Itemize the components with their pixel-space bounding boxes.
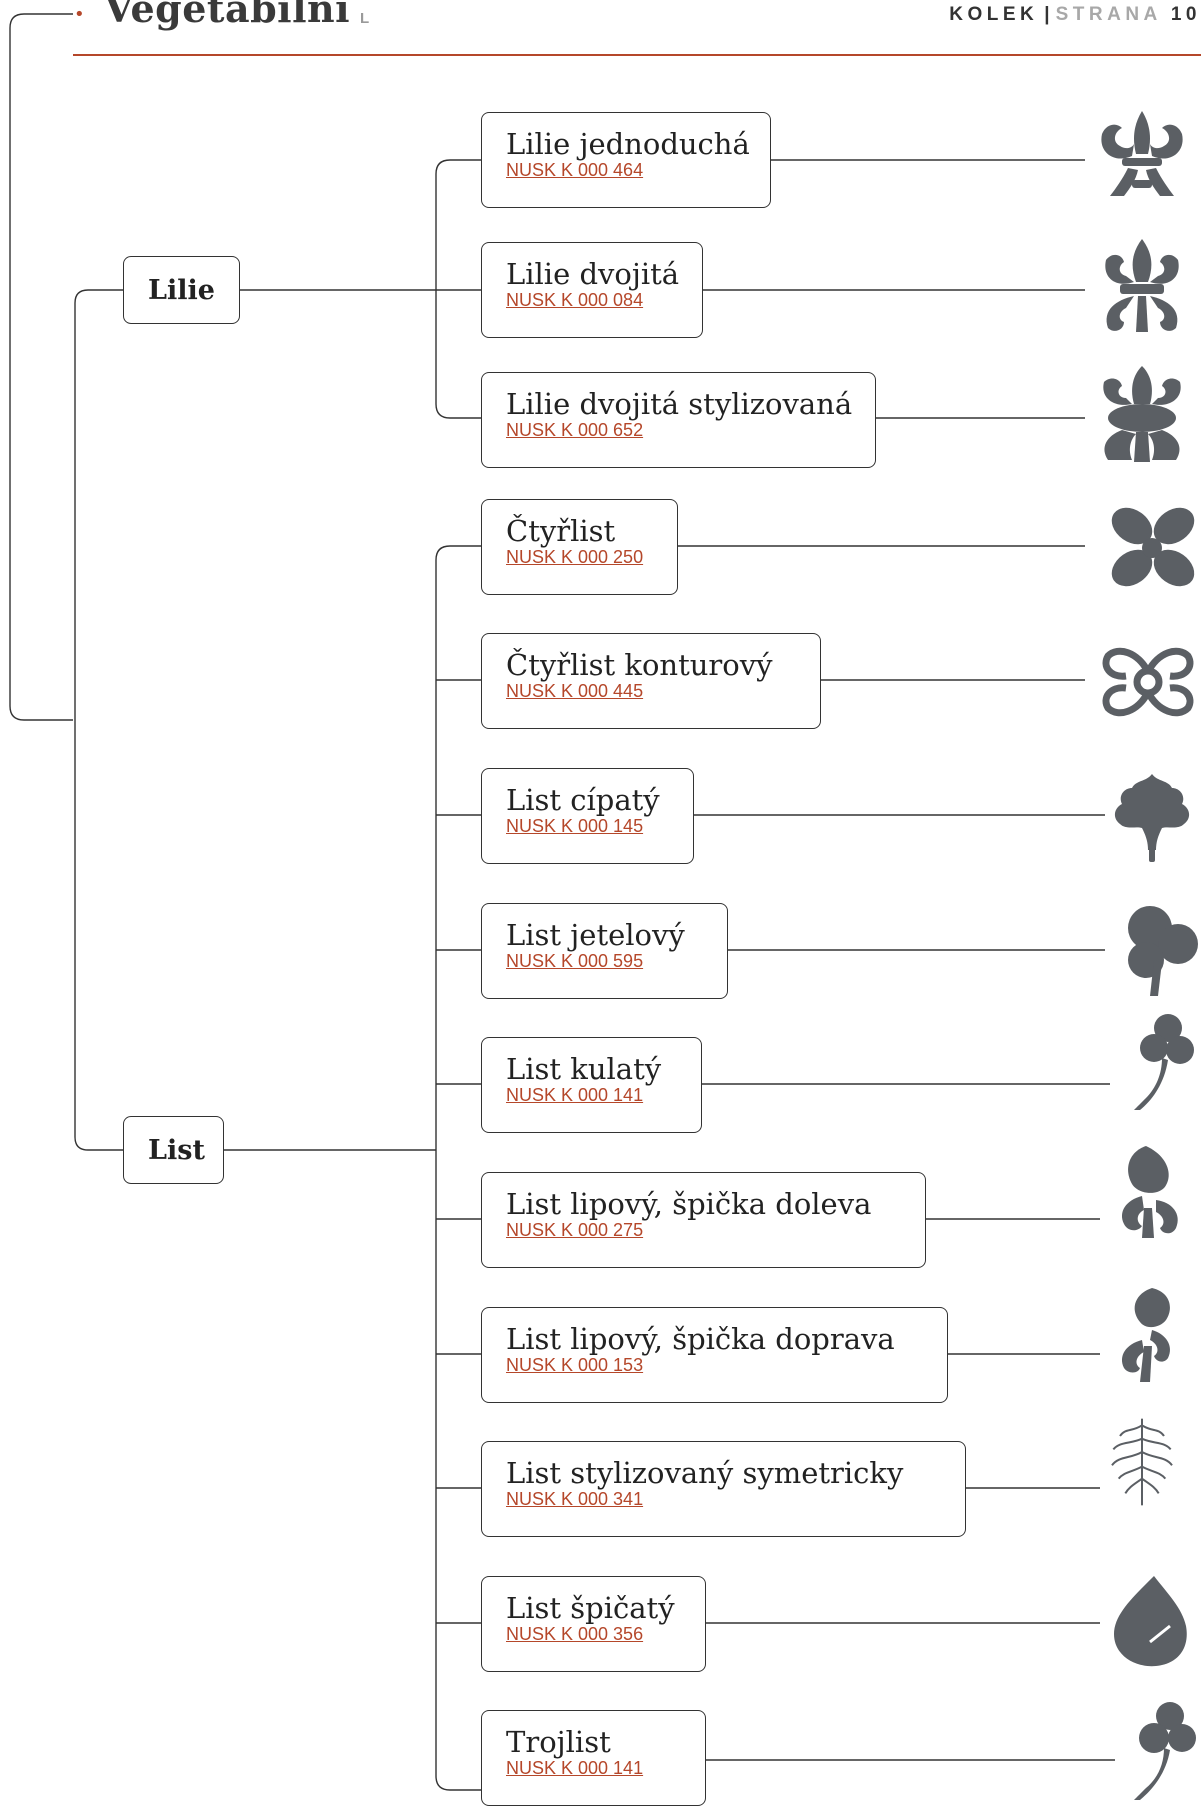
linden-leaf-right-stamp-icon (1122, 1288, 1171, 1382)
leaf-code-link[interactable]: NUSK K 000 141 (506, 1758, 644, 1778)
trefoil-stamp-icon (1134, 1702, 1196, 1800)
leaf-code-link[interactable]: NUSK K 000 275 (506, 1220, 644, 1240)
header-rule (73, 54, 1201, 56)
leaf-name: List jetelový (506, 918, 685, 952)
quatrefoil-outline-stamp-icon (1102, 647, 1194, 717)
leaf-node[interactable]: List jetelový NUSK K 000 595 (481, 903, 728, 999)
leaf-node[interactable]: List lipový, špička doprava NUSK K 000 1… (481, 1307, 948, 1403)
leaf-code-link[interactable]: NUSK K 000 652 (506, 420, 644, 440)
leaf-code-link[interactable]: NUSK K 000 141 (506, 1085, 644, 1105)
linden-leaf-left-stamp-icon (1122, 1146, 1178, 1238)
leaf-name: List špičatý (506, 1591, 675, 1625)
leaf-node[interactable]: Čtyřlist NUSK K 000 250 (481, 499, 678, 595)
leaf-stylized-symmetric-stamp-icon (1111, 1418, 1173, 1506)
header-separator: | (1044, 4, 1050, 25)
category-label: List (148, 1134, 205, 1166)
leaf-code-link[interactable]: NUSK K 000 341 (506, 1489, 644, 1509)
page-header-right: KOLEK|STRANA 10 (949, 4, 1201, 26)
leaf-name: List stylizovaný symetricky (506, 1456, 904, 1490)
page-number: 10 (1170, 4, 1201, 25)
leaf-code-link[interactable]: NUSK K 000 250 (506, 547, 644, 567)
leaf-code-link[interactable]: NUSK K 000 595 (506, 951, 644, 971)
leaf-code-link[interactable]: NUSK K 000 464 (506, 160, 644, 180)
header-bullet: • (74, 4, 85, 25)
leaf-name: Lilie dvojitá (506, 257, 680, 291)
category-label: Lilie (148, 274, 215, 306)
leaf-node[interactable]: Lilie dvojitá NUSK K 000 084 (481, 242, 703, 338)
leaf-name: Lilie dvojitá stylizovaná (506, 387, 853, 421)
category-lilie[interactable]: Lilie (123, 256, 240, 324)
leaf-node[interactable]: Trojlist NUSK K 000 141 (481, 1710, 706, 1806)
clover-leaf-stamp-icon (1128, 906, 1198, 996)
category-list[interactable]: List (123, 1116, 224, 1184)
lily-simple-stamp-icon (1101, 111, 1183, 196)
leaf-code-link[interactable]: NUSK K 000 084 (506, 290, 644, 310)
leaf-node[interactable]: List kulatý NUSK K 000 141 (481, 1037, 702, 1133)
leaf-name: Čtyřlist konturový (506, 648, 773, 682)
leaf-code-link[interactable]: NUSK K 000 145 (506, 816, 644, 836)
quatrefoil-stamp-icon (1111, 507, 1195, 587)
lily-double-stylized-stamp-icon (1103, 366, 1181, 462)
leaf-name: Čtyřlist (506, 514, 616, 548)
leaf-code-link[interactable]: NUSK K 000 445 (506, 681, 644, 701)
lily-double-stamp-icon (1105, 239, 1179, 332)
leaf-name: List kulatý (506, 1052, 662, 1086)
leaf-node[interactable]: List stylizovaný symetricky NUSK K 000 3… (481, 1441, 966, 1537)
leaf-name: List cípatý (506, 783, 660, 817)
pointed-leaf-stamp-icon (1114, 1576, 1187, 1667)
leaf-name: Trojlist (506, 1725, 611, 1759)
leaf-lobed-stamp-icon (1114, 774, 1190, 862)
leaf-node[interactable]: Lilie jednoduchá NUSK K 000 464 (481, 112, 771, 208)
section-letter: L (360, 10, 372, 27)
leaf-node[interactable]: List cípatý NUSK K 000 145 (481, 768, 694, 864)
leaf-node[interactable]: List špičatý NUSK K 000 356 (481, 1576, 706, 1672)
leaf-code-link[interactable]: NUSK K 000 153 (506, 1355, 644, 1375)
leaf-name: Lilie jednoduchá (506, 127, 750, 161)
round-leaf-stamp-icon (1134, 1014, 1194, 1110)
leaf-node[interactable]: Lilie dvojitá stylizovaná NUSK K 000 652 (481, 372, 876, 468)
leaf-code-link[interactable]: NUSK K 000 356 (506, 1624, 644, 1644)
leaf-name: List lipový, špička doprava (506, 1322, 895, 1356)
header-kolek: KOLEK (949, 4, 1039, 25)
page-title: Vegetabilní (104, 0, 351, 31)
leaf-node[interactable]: List lipový, špička doleva NUSK K 000 27… (481, 1172, 926, 1268)
leaf-name: List lipový, špička doleva (506, 1187, 872, 1221)
leaf-node[interactable]: Čtyřlist konturový NUSK K 000 445 (481, 633, 821, 729)
header-strana: STRANA (1055, 4, 1162, 25)
